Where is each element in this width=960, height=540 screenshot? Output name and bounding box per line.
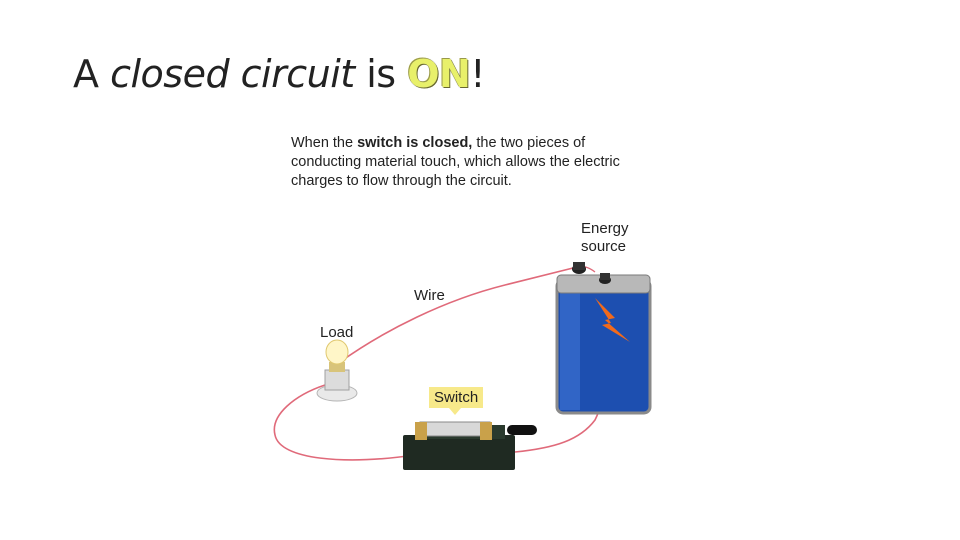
title-suffix: ! [470, 52, 486, 96]
caption-bold: switch is closed, [357, 135, 473, 151]
light-bulb-load [316, 339, 358, 402]
caption-text-1: When the [291, 135, 358, 151]
figure-caption: When the switch is closed, the two piece… [291, 134, 631, 191]
wire-left [273, 384, 416, 461]
wire-top [339, 266, 578, 363]
wire-label: Wire [414, 287, 445, 304]
switch-label: Switch [429, 387, 484, 415]
circuit-figure: When the switch is closed, the two piece… [265, 130, 665, 490]
battery-energy-source [555, 262, 652, 415]
caption-text-2: the two pieces of conducting material to… [291, 135, 620, 189]
title-emphasis: closed circuit [110, 52, 355, 96]
energy-label-line1: Energy [581, 220, 629, 237]
title-middle: is [354, 52, 408, 96]
load-label: Load [320, 324, 354, 341]
knife-switch [403, 421, 537, 470]
circuit-illustration [273, 262, 652, 470]
energy-source-label: Energy source [581, 220, 629, 256]
title-prefix: A [73, 52, 111, 96]
energy-label-line2: source [581, 238, 627, 255]
title-on-highlight: ON [407, 52, 471, 96]
slide-title: A closed circuit is ON! [73, 52, 486, 96]
